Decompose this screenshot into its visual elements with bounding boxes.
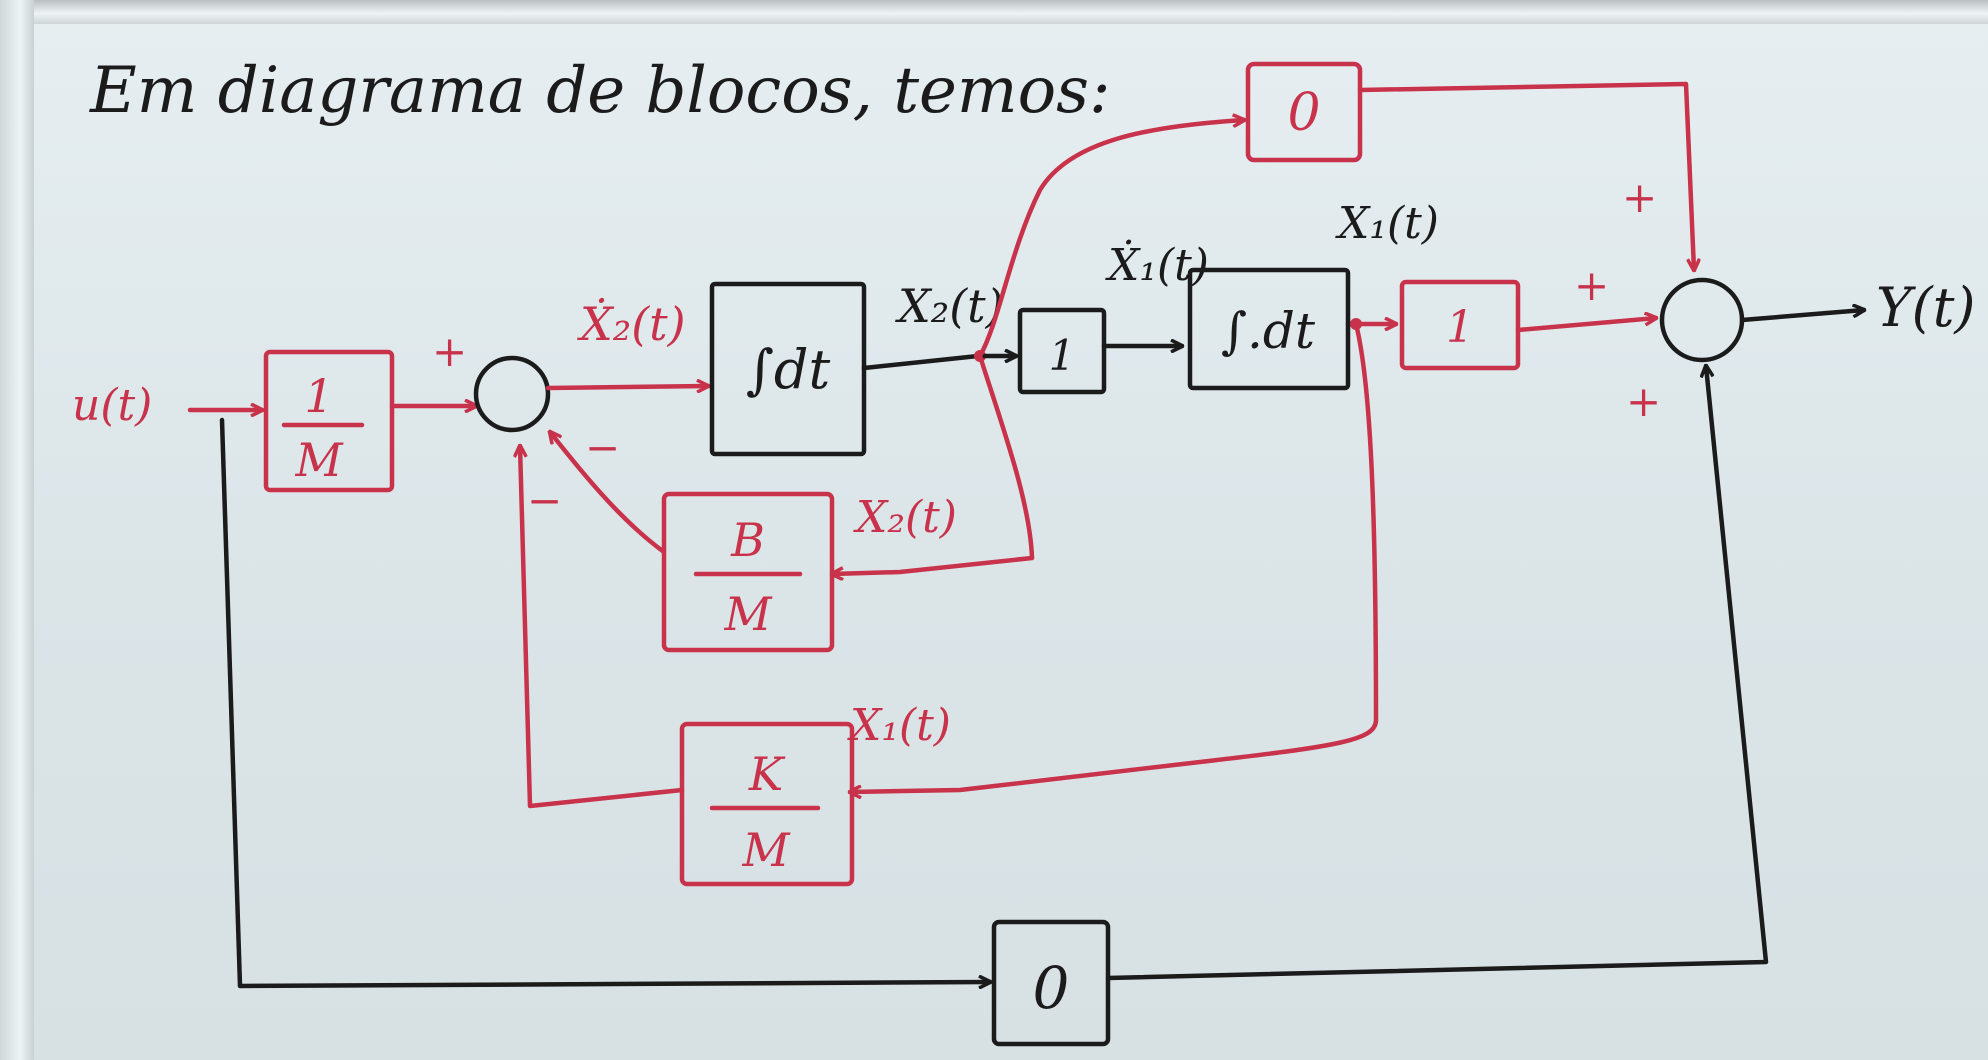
damping-numerator: B xyxy=(730,513,765,567)
gain-in-numerator: 1 xyxy=(304,369,333,423)
spring-denominator: M xyxy=(741,823,791,877)
x1-output-label: X₁(t) xyxy=(1335,198,1439,249)
x1-feedback-path xyxy=(847,321,1379,792)
damping-block: B M xyxy=(661,491,835,653)
sum2-sign-bottom: + xyxy=(1626,377,1661,426)
gain-in-denominator: M xyxy=(294,433,344,487)
output-signal-label: Y(t) xyxy=(1876,276,1975,339)
gain-one-b-block: 1 xyxy=(1399,279,1521,371)
spring-numerator: K xyxy=(748,747,786,801)
x2-dot-label: Ẋ₂(t) xyxy=(577,296,686,351)
x2-output-label: X₂(t) xyxy=(895,279,1004,333)
sum1-sign-top: + xyxy=(432,327,467,376)
gain-zero-bottom-block: 0 xyxy=(991,919,1111,1047)
integrator-2-label: ∫.dt xyxy=(1221,302,1316,360)
integrator-1-label: ∫dt xyxy=(746,338,831,401)
summing-junction-1 xyxy=(473,355,551,433)
x2-feedback-path xyxy=(829,353,1035,574)
spring-to-sum1 xyxy=(520,443,685,809)
gain-zero-bottom-label: 0 xyxy=(1033,954,1070,1022)
sum1-sign-bottom: − xyxy=(527,476,562,525)
whiteboard-frame-top xyxy=(0,0,1988,24)
feedforward-top-path xyxy=(977,120,1244,359)
x1-dot-label: Ẋ₁(t) xyxy=(1105,238,1209,291)
output-arrow xyxy=(1739,310,1864,323)
x2-line xyxy=(861,353,981,371)
feedforward-bottom-path xyxy=(219,417,993,986)
integrator-1-block: ∫dt xyxy=(709,281,867,457)
damping-denominator: M xyxy=(723,587,773,641)
damping-to-sum1 xyxy=(550,432,667,555)
page-title: Em diagrama de blocos, temos: xyxy=(89,54,1111,128)
sum2-sign-left: + xyxy=(1574,261,1609,310)
zero-bottom-to-sum2 xyxy=(1105,366,1769,981)
spring-block: K M xyxy=(679,721,855,887)
gain-1-over-m-block: 1 M xyxy=(263,349,395,493)
integrator-2-block: ∫.dt xyxy=(1187,267,1351,391)
gain-one-b-label: 1 xyxy=(1446,302,1474,353)
sum2-sign-top: + xyxy=(1622,173,1657,222)
gain-one-a-block: 1 xyxy=(1017,307,1107,395)
gain-zero-top-block: 0 xyxy=(1245,61,1363,163)
zero-top-to-sum2 xyxy=(1357,81,1694,270)
input-signal-label: u(t) xyxy=(72,380,152,431)
whiteboard-frame-left xyxy=(0,0,34,1060)
sum1-sign-mid: − xyxy=(585,423,620,472)
arrow-to-sum2-left xyxy=(1515,318,1656,333)
gain-one-a-label: 1 xyxy=(1049,331,1076,380)
summing-junction-2 xyxy=(1659,277,1745,363)
arrow-to-integrator-1 xyxy=(545,386,711,388)
x2-feedback-label: X₂(t) xyxy=(853,492,957,543)
x1-feedback-label: X₁(t) xyxy=(847,700,951,751)
gain-zero-top-label: 0 xyxy=(1287,83,1320,143)
